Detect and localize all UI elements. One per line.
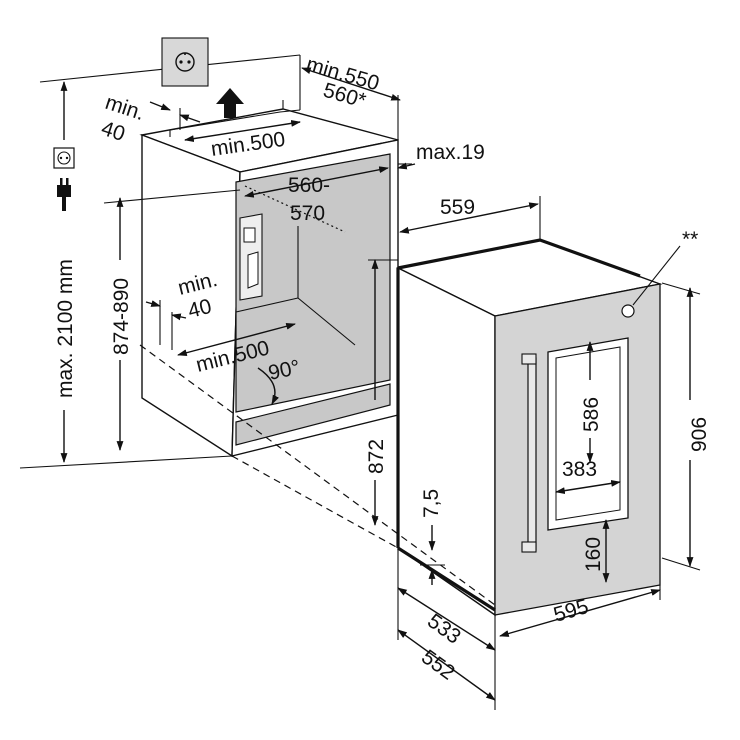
label-max-2100: max. 2100 mm bbox=[54, 259, 77, 398]
label-double-star: ** bbox=[682, 228, 698, 251]
plug-icon bbox=[57, 178, 71, 211]
label-min-40-top-b: 40 bbox=[98, 117, 127, 146]
label-160: 160 bbox=[582, 537, 605, 572]
label-min-40-mid-b: 40 bbox=[186, 295, 214, 323]
label-872: 872 bbox=[365, 439, 388, 474]
label-552: 552 bbox=[417, 645, 459, 684]
label-533: 533 bbox=[423, 609, 465, 648]
inner-socket-icon bbox=[239, 213, 263, 301]
appliance bbox=[395, 238, 681, 617]
socket-symbol-icon bbox=[53, 147, 75, 169]
niche-cabinet bbox=[139, 100, 399, 458]
label-max-19: max.19 bbox=[416, 141, 485, 164]
wall-socket-icon bbox=[39, 37, 301, 87]
label-559: 559 bbox=[440, 196, 475, 219]
label-7-5: 7,5 bbox=[420, 489, 443, 518]
up-arrow-icon bbox=[216, 88, 244, 118]
label-906: 906 bbox=[688, 417, 711, 452]
label-560-570-a: 560- bbox=[288, 174, 330, 197]
indicator-light bbox=[621, 304, 635, 318]
label-383: 383 bbox=[562, 458, 597, 481]
door-handle bbox=[521, 353, 537, 553]
label-874-890: 874-890 bbox=[110, 278, 133, 355]
label-560-570-b: 570 bbox=[290, 202, 325, 225]
label-586: 586 bbox=[580, 397, 603, 432]
